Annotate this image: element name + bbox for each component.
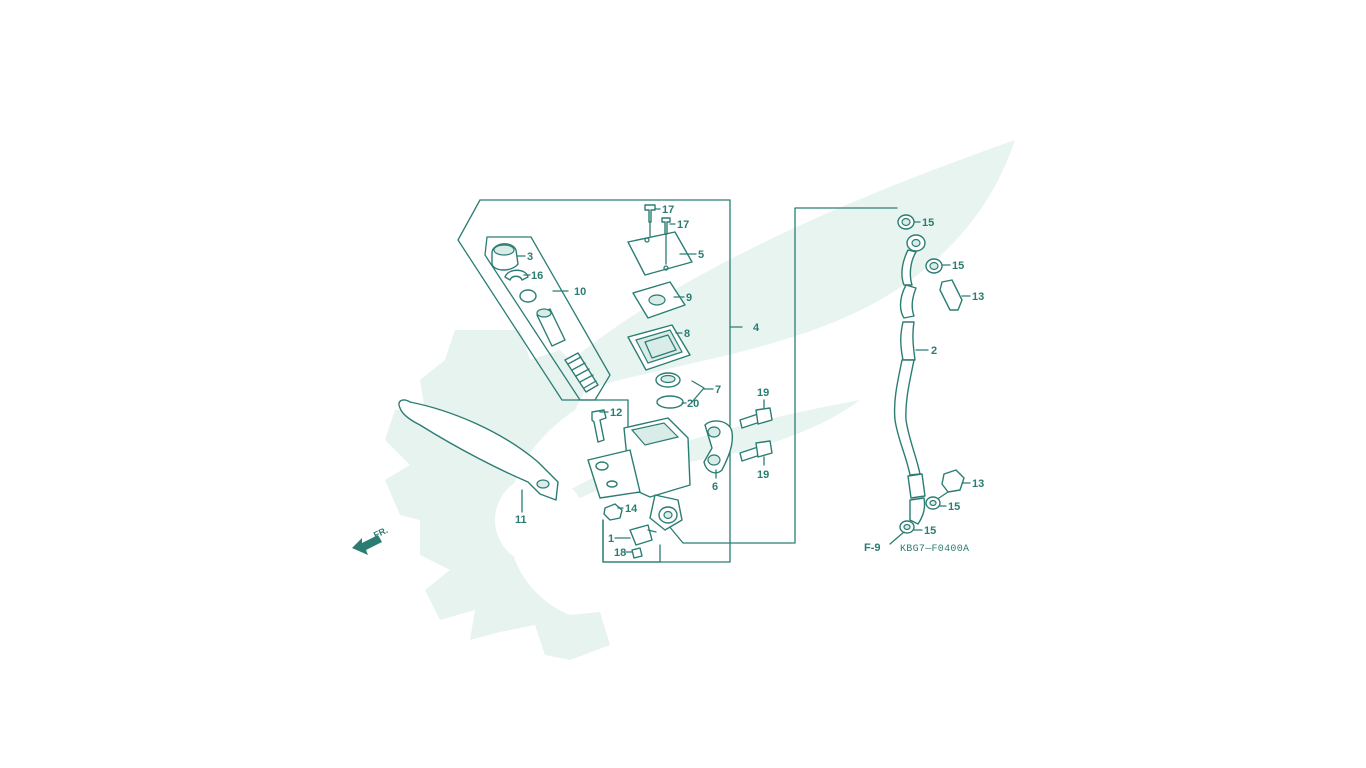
oil-bolt-13b [935, 469, 965, 501]
gear-hole-watermark [495, 475, 585, 565]
callout-15b: 15 [952, 260, 964, 272]
screw-17b [661, 217, 671, 265]
callout-11: 11 [515, 514, 527, 526]
brake-lever-11 [398, 399, 559, 513]
brake-hose-2 [893, 249, 926, 525]
master-cylinder-body [587, 417, 691, 531]
switch-1 [629, 524, 657, 546]
callout-leaders [517, 208, 971, 553]
washer-15c [925, 496, 941, 510]
callout-1: 1 [608, 533, 614, 545]
callout-5: 5 [698, 249, 704, 261]
plate-9 [632, 281, 686, 319]
assembly-frame-1 [602, 519, 661, 563]
pivot-bolt-12 [591, 409, 607, 443]
callout-19a: 19 [757, 387, 769, 399]
callout-8: 8 [684, 328, 690, 340]
diaphragm-8 [627, 324, 691, 371]
callout-labels: 17 17 5 9 8 4 7 20 3 16 10 12 14 1 18 11… [515, 204, 984, 559]
callout-9: 9 [686, 292, 692, 304]
direction-arrow-icon: FR. [352, 525, 389, 555]
wing-watermark-lower [480, 400, 860, 560]
direction-label: FR. [372, 525, 389, 540]
washer-15a [897, 214, 915, 230]
bolt-19a [739, 407, 773, 429]
spring [564, 352, 599, 393]
assembly-frame-2 [663, 207, 898, 544]
callout-18: 18 [614, 547, 626, 559]
washer-seal [519, 289, 537, 303]
wing-watermark [470, 140, 1015, 470]
callout-3: 3 [527, 251, 533, 263]
screw-18 [631, 547, 643, 559]
holder-6 [703, 420, 734, 474]
callout-15c: 15 [948, 501, 960, 513]
callout-6: 6 [712, 481, 718, 493]
boot-3 [491, 243, 519, 271]
callout-4: 4 [753, 322, 760, 334]
callout-14: 14 [625, 503, 638, 515]
reservoir-cap-5 [627, 231, 693, 276]
callout-20: 20 [687, 398, 699, 410]
callout-7: 7 [715, 384, 721, 396]
callout-15a: 15 [922, 217, 934, 229]
callout-13b: 13 [972, 478, 984, 490]
washer-15d [899, 520, 915, 534]
callout-19b: 19 [757, 469, 769, 481]
circlip-16 [504, 269, 529, 281]
washer-15b [925, 258, 943, 274]
assembly-frame-10 [484, 236, 611, 401]
screw-17a [644, 204, 656, 237]
ref-arrow-line [889, 531, 905, 545]
reference-f9: F-9 [864, 542, 881, 554]
gear-wing-logo-icon [385, 140, 1015, 660]
float-seal-7 [655, 372, 681, 388]
piston [536, 308, 566, 347]
callout-15d: 15 [924, 525, 936, 537]
callout-10: 10 [574, 286, 586, 298]
callout-17a: 17 [662, 204, 674, 216]
eye-fitting-top [906, 234, 926, 252]
nut-14 [603, 503, 623, 521]
oil-bolt-13a [939, 279, 963, 311]
callout-17b: 17 [677, 219, 689, 231]
callout-13a: 13 [972, 291, 984, 303]
callout-2: 2 [931, 345, 937, 357]
o-ring-20 [656, 395, 684, 409]
bolt-19b [739, 440, 773, 462]
callout-12: 12 [610, 407, 622, 419]
diagram-code: KBG7—F0400A [900, 544, 969, 555]
bracket-7 [691, 380, 705, 403]
callout-16: 16 [531, 270, 543, 282]
